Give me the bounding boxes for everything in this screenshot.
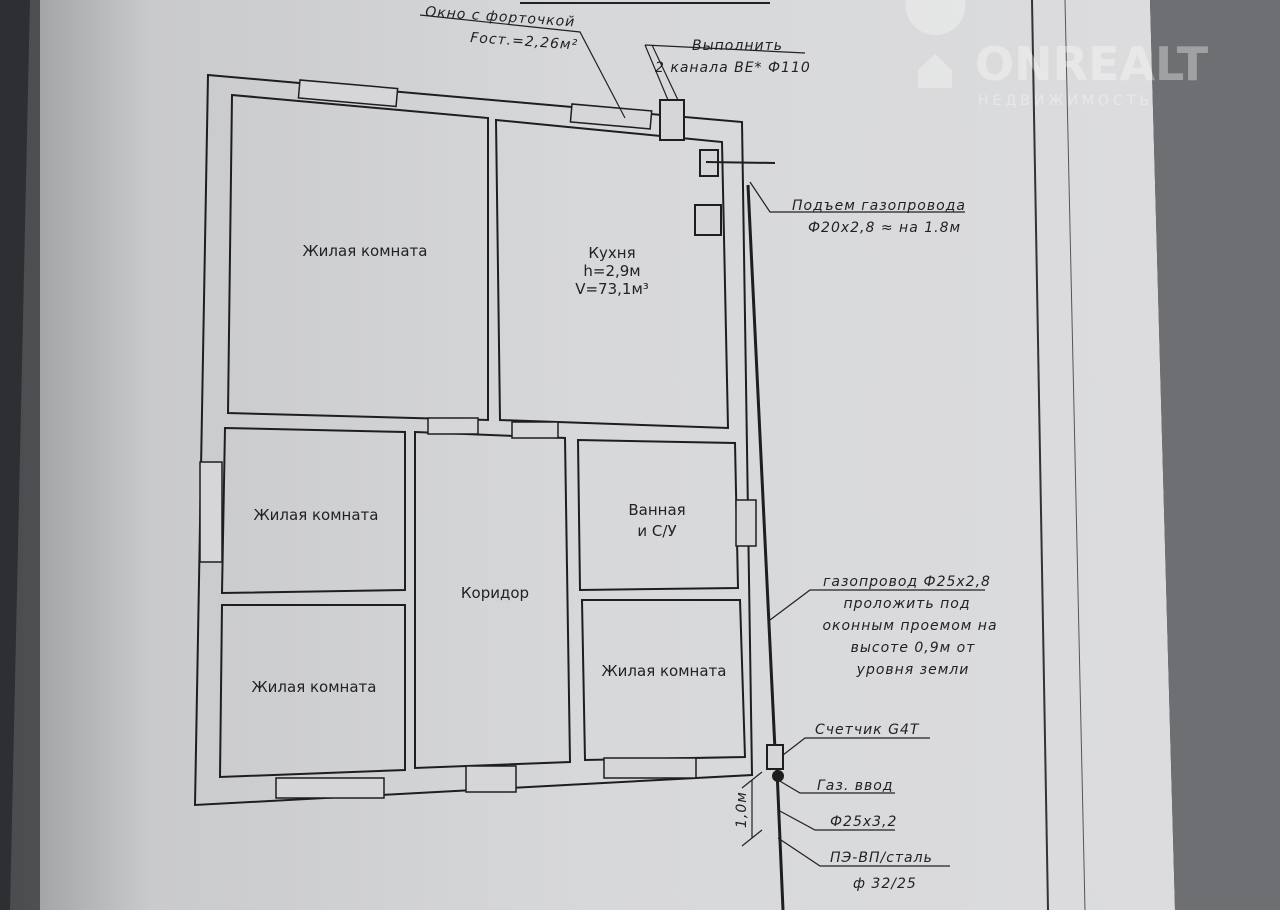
note-riser: Подъем газопровода (792, 198, 966, 214)
window (199, 461, 223, 563)
door (465, 765, 517, 793)
frame-line (1031, 0, 1049, 910)
leader-line (769, 589, 985, 621)
leader-line (777, 779, 895, 794)
room-living-2 (220, 426, 406, 595)
gas-inlet-point (772, 770, 784, 782)
watermark-tagline: НЕДВИЖИМОСТЬ (978, 93, 1153, 109)
gas-pipe (746, 184, 777, 751)
dimension-line (741, 771, 763, 847)
note-pipe: газопровод Ф25х2,8 (823, 574, 991, 590)
flue-pipe (705, 161, 776, 164)
leader-line (777, 837, 950, 867)
door (511, 421, 559, 439)
note-meter: Счетчик G4T (815, 722, 920, 738)
note-riser-2: Ф20х2,8 ≈ на 1.8м (808, 220, 961, 236)
leader-line (644, 44, 806, 101)
dimension-label: 1,0м (734, 791, 750, 828)
window (603, 757, 697, 779)
room-label: Жилая комната (602, 662, 727, 680)
note-inlet: Газ. ввод (817, 778, 893, 794)
note-vent: Выполнить (692, 38, 783, 54)
left-shadow (0, 0, 40, 910)
kitchen-volume: V=73,1м³ (575, 280, 649, 298)
kitchen-height: h=2,9м (583, 262, 640, 280)
gas-meter (766, 744, 784, 770)
kitchen-label: Кухня (588, 244, 635, 262)
room-bath (576, 438, 740, 592)
note-material-2: ф 32/25 (853, 876, 917, 892)
leader-line (782, 737, 930, 756)
window (275, 777, 385, 799)
plastic-sleeve (1150, 0, 1280, 910)
watermark-brand: ONREALT (975, 37, 1209, 91)
bath-label-2: и С/У (637, 522, 676, 540)
note-vent-2: 2 канала ВЕ* Ф110 (655, 60, 811, 76)
room-living-4 (580, 599, 747, 762)
paper-sheet (10, 0, 1175, 910)
note-inlet-pipe: Ф25х3,2 (830, 814, 897, 830)
leader-line (777, 809, 895, 831)
note-pipe-4: высоте 0,9м от (851, 640, 976, 656)
note-pipe-5: уровня земли (856, 662, 970, 678)
corridor-label: Коридор (461, 584, 529, 602)
room-label: Жилая комната (254, 506, 379, 524)
room-label: Жилая комната (303, 242, 428, 260)
room-living-3 (218, 604, 406, 779)
vent-channels (659, 99, 685, 141)
room-kitchen (494, 118, 730, 430)
room-label: Жилая комната (252, 678, 377, 696)
note-pipe-3: оконным проемом на (822, 618, 997, 634)
door (427, 417, 479, 435)
note-material: ПЭ-ВП/сталь (830, 850, 933, 866)
frame-line (1064, 0, 1086, 910)
window (569, 103, 653, 130)
window (297, 79, 399, 108)
leader-line (749, 181, 965, 213)
watermark: ONREALT НЕДВИЖИМОСТЬ (905, 0, 1209, 109)
note-window-area: Fост.=2,26м² (470, 30, 579, 53)
bath-label: Ванная (628, 501, 685, 519)
room-living-1 (226, 93, 489, 422)
note-pipe-2: проложить под (843, 596, 970, 612)
window (735, 499, 757, 547)
stove-icon (694, 204, 722, 236)
house-pin-icon (905, 0, 966, 88)
leader-line (419, 14, 626, 119)
